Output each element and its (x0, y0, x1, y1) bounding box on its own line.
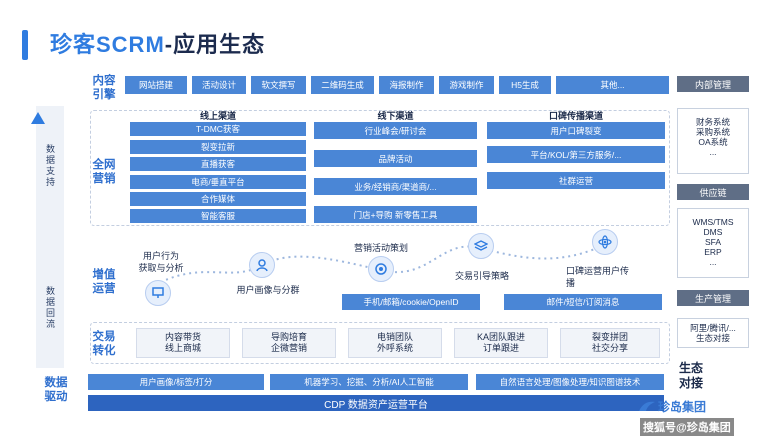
eco-label: 生态 对接 (678, 361, 703, 390)
right-box-supply: WMS/TMS DMS SFA ERP ... (677, 208, 749, 278)
value-step: 交易引导策略 (454, 271, 509, 281)
title-rest: -应用生态 (164, 32, 266, 57)
content-item: 其他... (556, 76, 669, 94)
content-item: H5生成 (499, 76, 551, 94)
right-box-production: 阿里/腾讯/... 生态对接 (677, 318, 749, 348)
data-return-text: 数据回流 (45, 286, 55, 330)
content-item: 活动设计 (192, 76, 246, 94)
content-item: 网站搭建 (125, 76, 187, 94)
flow-curve (149, 241, 611, 289)
title-accent-bar (22, 30, 28, 60)
watermark-logo-text: 珍岛集团 (658, 400, 707, 414)
cdp-platform-bar: CDP 数据资产运营平台 (88, 395, 664, 411)
left-axis-bar (36, 106, 64, 368)
data-item: 自然语言处理/图像处理/知识图谱技术 (476, 374, 664, 390)
row-label-content: 内容 引擎 (92, 75, 116, 101)
trade-item: KA团队跟进 订单跟进 (454, 328, 548, 358)
trade-item: 裂变拼团 社交分享 (560, 328, 660, 358)
data-support-text: 数据支持 (45, 144, 55, 188)
marketing-item: 行业峰会/研讨会 (314, 122, 477, 139)
right-header-production: 生产管理 (677, 290, 749, 306)
value-step: 营销活动策划 (353, 243, 408, 253)
value-step: 口碑运营用户传 播 (566, 266, 630, 288)
marketing-column-header: 口碑传播渠道 (548, 111, 603, 121)
title-brand: 珍客SCRM (50, 32, 165, 57)
watermark-source: 搜狐号@珍岛集团 (640, 418, 734, 436)
marketing-frame (90, 110, 670, 226)
trade-item: 电销团队 外呼系统 (348, 328, 442, 358)
value-step: 用户行为 获取与分析 (138, 251, 184, 273)
target-icon (368, 256, 394, 282)
layers-icon (468, 233, 494, 259)
marketing-item: 品牌活动 (314, 150, 477, 167)
value-channel-bar: 手机/邮箱/cookie/OpenID (342, 294, 480, 310)
bird-logo-icon (639, 401, 655, 411)
marketing-item: 直播获客 (130, 157, 306, 171)
trade-item: 导购培育 企微营销 (242, 328, 336, 358)
watermark: 珍岛集团 搜狐号@珍岛集团 (636, 398, 781, 438)
content-item: 海报制作 (379, 76, 434, 94)
marketing-item: 电商/垂直平台 (130, 175, 306, 189)
marketing-column-header: 线上渠道 (199, 111, 236, 121)
data-item: 机器学习、挖掘、分析/AI人工智能 (270, 374, 468, 390)
content-item: 软文撰写 (251, 76, 306, 94)
marketing-item: 平台/KOL/第三方服务/... (487, 146, 665, 163)
atom-icon (592, 229, 618, 255)
user-portrait-icon (249, 252, 275, 278)
data-item: 用户画像/标签/打分 (88, 374, 264, 390)
value-channel-bar: 邮件/短信/订阅消息 (504, 294, 662, 310)
page-title: 珍客SCRM-应用生态 (50, 30, 265, 60)
marketing-item: 裂变拉新 (130, 140, 306, 154)
marketing-item: 用户口碑裂变 (487, 122, 665, 139)
marketing-item: 社群运营 (487, 172, 665, 189)
arrow-up-icon (31, 112, 45, 124)
content-item: 游戏制作 (439, 76, 494, 94)
trade-frame (90, 322, 670, 364)
marketing-item: 合作媒体 (130, 192, 306, 206)
marketing-item: 门店+导购 新零售工具 (314, 206, 477, 223)
row-label-marketing: 全网 营销 (92, 159, 116, 185)
marketing-item: 业务/经销商/渠道商/... (314, 178, 477, 195)
marketing-item: 智能客服 (130, 209, 306, 223)
trade-item: 内容带货 线上商城 (136, 328, 230, 358)
monitor-icon (145, 280, 171, 306)
right-box-internal: 财务系统 采购系统 OA系统 ... (677, 108, 749, 174)
value-step: 用户画像与分群 (236, 285, 300, 295)
right-header-internal: 内部管理 (677, 76, 749, 92)
content-item: 二维码生成 (311, 76, 374, 94)
row-label-value: 增值 运营 (92, 269, 116, 295)
marketing-column-header: 线下渠道 (377, 111, 414, 121)
row-label-data: 数据 驱动 (44, 377, 68, 403)
right-header-supply: 供应链 (677, 184, 749, 200)
row-label-trade: 交易 转化 (92, 331, 116, 357)
marketing-item: T-DMC获客 (130, 122, 306, 136)
